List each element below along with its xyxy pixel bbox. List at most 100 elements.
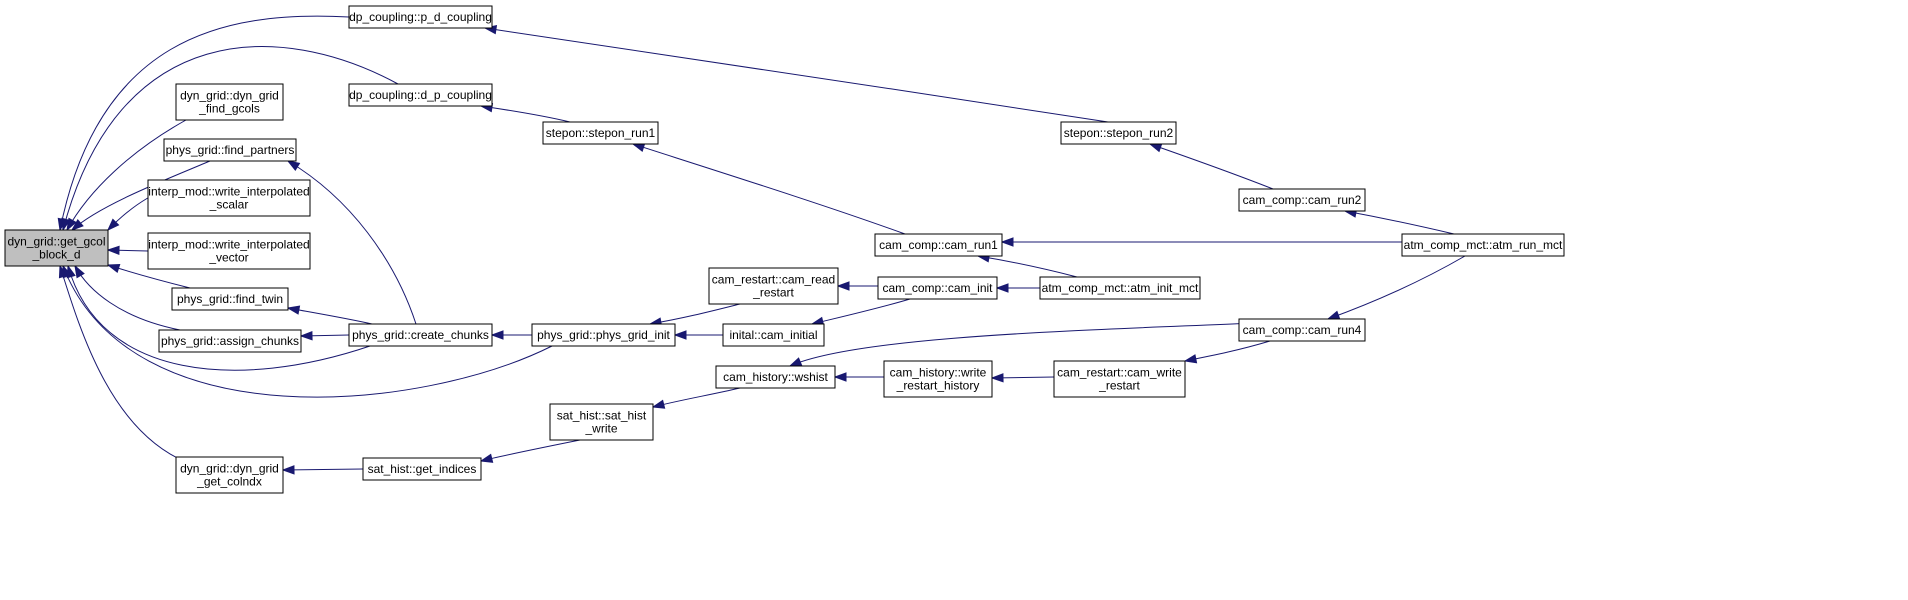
- edge-line: [62, 265, 553, 398]
- edge-write_restart_history-to-wshist: [833, 372, 884, 382]
- node-label-line: cam_history::wshist: [723, 370, 828, 384]
- node-label-line: dp_coupling::d_p_coupling: [349, 88, 492, 102]
- edge-line: [1149, 143, 1274, 190]
- node-label-line: cam_comp::cam_run1: [879, 238, 998, 252]
- node-cam-write-restart[interactable]: cam_restart::cam_write_restart: [1053, 360, 1186, 398]
- arrowhead-icon: [286, 305, 301, 315]
- node-cam-run2[interactable]: cam_comp::cam_run2: [1238, 188, 1366, 212]
- node-atm-init-mct[interactable]: atm_comp_mct::atm_init_mct: [1039, 276, 1201, 300]
- node-box: [708, 267, 839, 305]
- node-label-line: dp_coupling::p_d_coupling: [349, 10, 492, 24]
- node-cam-run4[interactable]: cam_comp::cam_run4: [1238, 318, 1366, 342]
- node-dyn-grid-find-gcols[interactable]: dyn_grid::dyn_grid_find_gcols: [175, 83, 284, 121]
- node-box: [1039, 276, 1201, 300]
- node-box: [348, 323, 493, 347]
- edge-find_partners-to-get_gcol: [70, 160, 211, 231]
- edge-d_p_coupling-to-get_gcol: [61, 46, 399, 232]
- node-stepon-run1[interactable]: stepon::stepon_run1: [542, 121, 659, 145]
- node-cam-init[interactable]: cam_comp::cam_init: [877, 276, 998, 300]
- edge-cam_run4-to-wshist: [788, 322, 1256, 367]
- node-label-line: cam_comp::cam_run4: [1243, 323, 1362, 337]
- edge-line: [480, 105, 571, 123]
- node-label-line: interp_mod::write_interpolated: [148, 185, 309, 199]
- node-cam-initial[interactable]: inital::cam_initial: [722, 323, 825, 347]
- node-label-line: stepon::stepon_run2: [1064, 126, 1174, 140]
- arrowhead-icon: [66, 217, 77, 232]
- arrowhead-icon: [995, 283, 1009, 293]
- edge-line: [71, 160, 211, 231]
- node-label-line: interp_mod::write_interpolated: [148, 238, 309, 252]
- edge-line: [1327, 255, 1466, 320]
- node-label-line: _write: [584, 422, 617, 436]
- edge-cam_initial-to-phys_grid_init: [673, 330, 723, 340]
- node-box: [147, 232, 311, 270]
- arrowhead-icon: [833, 372, 847, 382]
- node-p-d-coupling[interactable]: dp_coupling::p_d_coupling: [348, 5, 493, 29]
- node-label-line: sat_hist::get_indices: [368, 462, 477, 476]
- node-sat-hist-write[interactable]: sat_hist::sat_hist_write: [549, 403, 654, 441]
- arrowhead-icon: [788, 357, 803, 367]
- arrowhead-icon: [990, 373, 1004, 383]
- edge-phys_grid_init-to-create_chunks: [490, 330, 532, 340]
- arrowhead-icon: [106, 263, 121, 273]
- node-box: [1238, 318, 1366, 342]
- node-box: [163, 138, 297, 162]
- node-write-interp-scalar[interactable]: interp_mod::write_interpolated_scalar: [147, 179, 311, 217]
- edge-line: [62, 46, 399, 231]
- node-box: [1401, 233, 1565, 257]
- node-assign-chunks[interactable]: phys_grid::assign_chunks: [158, 329, 302, 353]
- node-d-p-coupling[interactable]: dp_coupling::d_p_coupling: [348, 83, 493, 107]
- node-label-line: atm_comp_mct::atm_run_mct: [1404, 238, 1563, 252]
- edge-atm_init_mct-to-cam_init: [995, 283, 1040, 293]
- edge-sat_hist_write-to-get_indices: [479, 439, 581, 463]
- node-box: [348, 5, 493, 29]
- node-label-line: _restart_history: [896, 379, 980, 393]
- node-box: [158, 329, 302, 353]
- node-dyn-grid-get-colndx[interactable]: dyn_grid::dyn_grid_get_colndx: [175, 456, 284, 494]
- node-box: [722, 323, 825, 347]
- edge-wshist-to-sat_hist_write: [651, 387, 741, 409]
- node-label-line: atm_comp_mct::atm_init_mct: [1042, 281, 1199, 295]
- arrowhead-icon: [1326, 310, 1341, 320]
- node-label-line: cam_restart::cam_write: [1057, 366, 1182, 380]
- edge-cam_write_restart-to-write_restart_history: [990, 373, 1055, 383]
- edge-atm_run_mct-to-cam_run4: [1326, 255, 1466, 320]
- edge-line: [287, 160, 417, 325]
- node-get-gcol[interactable]: dyn_grid::get_gcol_block_d: [4, 229, 109, 267]
- node-cam-read-restart[interactable]: cam_restart::cam_read_restart: [708, 267, 839, 305]
- node-create-chunks[interactable]: phys_grid::create_chunks: [348, 323, 493, 347]
- edge-create_chunks-to-find_twin: [286, 305, 373, 325]
- node-phys-grid-init[interactable]: phys_grid::phys_grid_init: [531, 323, 676, 347]
- edge-line: [977, 255, 1078, 278]
- edge-line: [632, 143, 906, 235]
- edge-cam_run1-to-stepon_run1: [631, 143, 906, 235]
- arrowhead-icon: [836, 281, 850, 291]
- node-find-partners[interactable]: phys_grid::find_partners: [163, 138, 297, 162]
- edge-dyn_grid_find_gcols-to-get_gcol: [66, 119, 187, 232]
- node-label-line: _block_d: [31, 248, 80, 262]
- node-label-line: cam_comp::cam_run2: [1243, 193, 1362, 207]
- node-box: [549, 403, 654, 441]
- node-label-line: _get_colndx: [196, 475, 262, 489]
- node-box: [171, 287, 289, 311]
- node-label-line: phys_grid::assign_chunks: [161, 334, 299, 348]
- node-box: [874, 233, 1003, 257]
- node-label-line: cam_restart::cam_read: [712, 273, 835, 287]
- node-write-restart-history[interactable]: cam_history::write_restart_history: [883, 360, 993, 398]
- edge-cam_run4-to-cam_write_restart: [1183, 340, 1271, 364]
- node-get-indices[interactable]: sat_hist::get_indices: [362, 457, 482, 481]
- node-box: [715, 365, 836, 389]
- node-stepon-run2[interactable]: stepon::stepon_run2: [1060, 121, 1177, 145]
- node-label-line: _scalar: [209, 198, 249, 212]
- node-label-line: dyn_grid::get_gcol: [7, 235, 105, 249]
- node-write-interp-vector[interactable]: interp_mod::write_interpolated_vector: [147, 232, 311, 270]
- edge-dyn_grid_get_colndx-to-get_gcol: [58, 264, 187, 463]
- node-cam-run1[interactable]: cam_comp::cam_run1: [874, 233, 1003, 257]
- node-label-line: phys_grid::find_partners: [166, 143, 295, 157]
- node-atm-run-mct[interactable]: atm_comp_mct::atm_run_mct: [1401, 233, 1565, 257]
- node-find-twin[interactable]: phys_grid::find_twin: [171, 287, 289, 311]
- node-box: [362, 457, 482, 481]
- node-wshist[interactable]: cam_history::wshist: [715, 365, 836, 389]
- node-label-line: sat_hist::sat_hist: [557, 409, 647, 423]
